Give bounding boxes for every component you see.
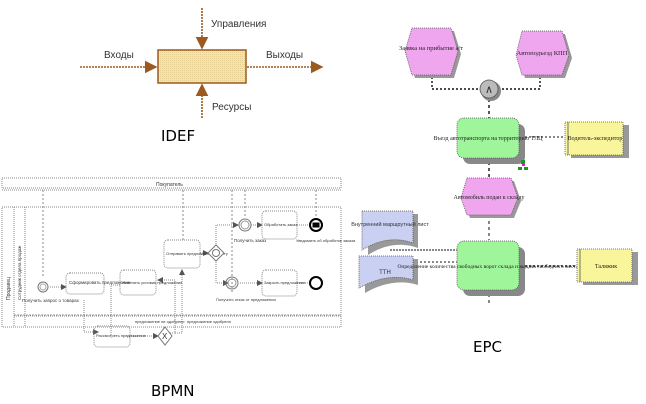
idef-function-box (157, 49, 247, 84)
bpmn-task-review-offer (93, 325, 131, 348)
epc-event-order-received: Заявка на прибытие а/т (399, 27, 463, 78)
epc-org-dispatcher-label: Таляжик (595, 264, 617, 270)
idef-outputs-label: Выходы (266, 50, 303, 61)
epc-event-car-at-warehouse: Автомобиль подан к складу (454, 177, 525, 218)
epc-document-route-sheet: Внутренний маршрутный лист (351, 210, 429, 255)
bpmn-exclusive-gateway (157, 326, 173, 346)
epc-org-driver-label: Водитель-экспедитор (568, 136, 623, 142)
idef-diagram: Входы Выходы Управления Ресурсы IDEF (80, 8, 324, 145)
bpmn-task-form-offer (65, 272, 105, 295)
bpmn-caption: BPMN (151, 382, 195, 400)
epc-function-entry: Въезд автотранспорта на территорию ТЛЦ (433, 117, 543, 164)
epc-document-ttn-label: ТТН (379, 270, 391, 276)
bpmn-task-process-order-label: Обработать заказ (264, 222, 297, 227)
bpmn-flow-approved-label: предложение одобрено (187, 319, 232, 324)
gateway-x-icon: X (162, 332, 168, 341)
bpmn-task-review-offer-label: Рассмотреть предложение (96, 333, 147, 338)
epc-event-car-at-warehouse-label: Автомобиль подан к складу (454, 194, 525, 201)
and-connector-icon: ∧ (485, 84, 493, 96)
bpmn-task-close-offer-label: Закрыть предложение (264, 280, 306, 285)
epc-event-order-received-label: Заявка на прибытие а/т (399, 45, 463, 52)
svg-text:Заявка на прибытие а/т: Заявка на прибытие а/т (399, 45, 463, 52)
bpmn-start-event (37, 281, 49, 293)
bpmn-task-change-terms (119, 269, 157, 296)
epc-function-define-gate: Определение количества свободных ворот с… (397, 240, 579, 296)
envelope-icon (312, 222, 320, 228)
idef-control-label: Управления (211, 19, 266, 30)
bpmn-task-close-offer (261, 269, 298, 297)
bpmn-task-send-offer (163, 239, 201, 269)
bpmn-receive-order-label: Получить заказ (234, 238, 266, 243)
epc-document-ttn: ТТН (358, 255, 418, 293)
epc-document-route-sheet-label: Внутренний маршрутный лист (351, 221, 429, 228)
bpmn-task-form-offer-label: Сформировать предложение (69, 280, 131, 285)
bpmn-start-event-label: Получить запрос о товарах (22, 298, 80, 303)
epc-caption: EPC (473, 338, 502, 356)
epc-function-entry-label: Въезд автотранспорта на территорию ТЛЦ (433, 136, 543, 142)
bpmn-task-change-terms-label: Изменить условия предложения (122, 280, 182, 285)
idef-caption: IDEF (161, 127, 195, 145)
bpmn-pool-buyer-label: Покупатель (156, 182, 183, 188)
epc-diagram: Заявка на прибытие а/т Автоподъезд КПП ∧… (351, 27, 638, 356)
epc-org-driver: Водитель-экспедитор (564, 121, 629, 158)
bpmn-diagram: Покупатель Продавец Сотрудник отдела про… (1, 177, 356, 400)
epc-function-define-gate-label: Определение количества свободных ворот с… (397, 263, 579, 270)
bpmn-lane-upper-label: Сотрудник отдела продаж (17, 246, 22, 300)
org-structure-icon (518, 160, 528, 170)
epc-org-dispatcher: Таляжик (576, 248, 638, 285)
epc-event-slot-available: Автоподъезд КПП (515, 30, 572, 78)
bpmn-receive-reject-event (225, 276, 239, 290)
bpmn-receive-order-event (238, 218, 252, 232)
bpmn-event-gateway (207, 244, 225, 262)
idef-resources-label: Ресурсы (212, 102, 251, 113)
bpmn-pool-buyer (1, 177, 342, 189)
idef-inputs-label: Входы (104, 50, 134, 61)
bpmn-notify-label: Уведомить об обработке заказа (296, 238, 356, 243)
bpmn-pool-seller-label: Продавец (6, 277, 12, 300)
epc-event-slot-available-label: Автоподъезд КПП (517, 50, 568, 57)
bpmn-pool-seller (1, 206, 342, 328)
bpmn-receive-reject-label: Получить отказ от предложения (216, 297, 276, 302)
bpmn-task-send-offer-label: Отправить предложение клиенту (166, 251, 228, 256)
bpmn-flow-not-approved-label: предложение не одобрено (135, 319, 185, 324)
bpmn-task-process-order (261, 210, 298, 240)
bpmn-end-event (309, 276, 323, 290)
epc-and-connector (479, 79, 499, 99)
